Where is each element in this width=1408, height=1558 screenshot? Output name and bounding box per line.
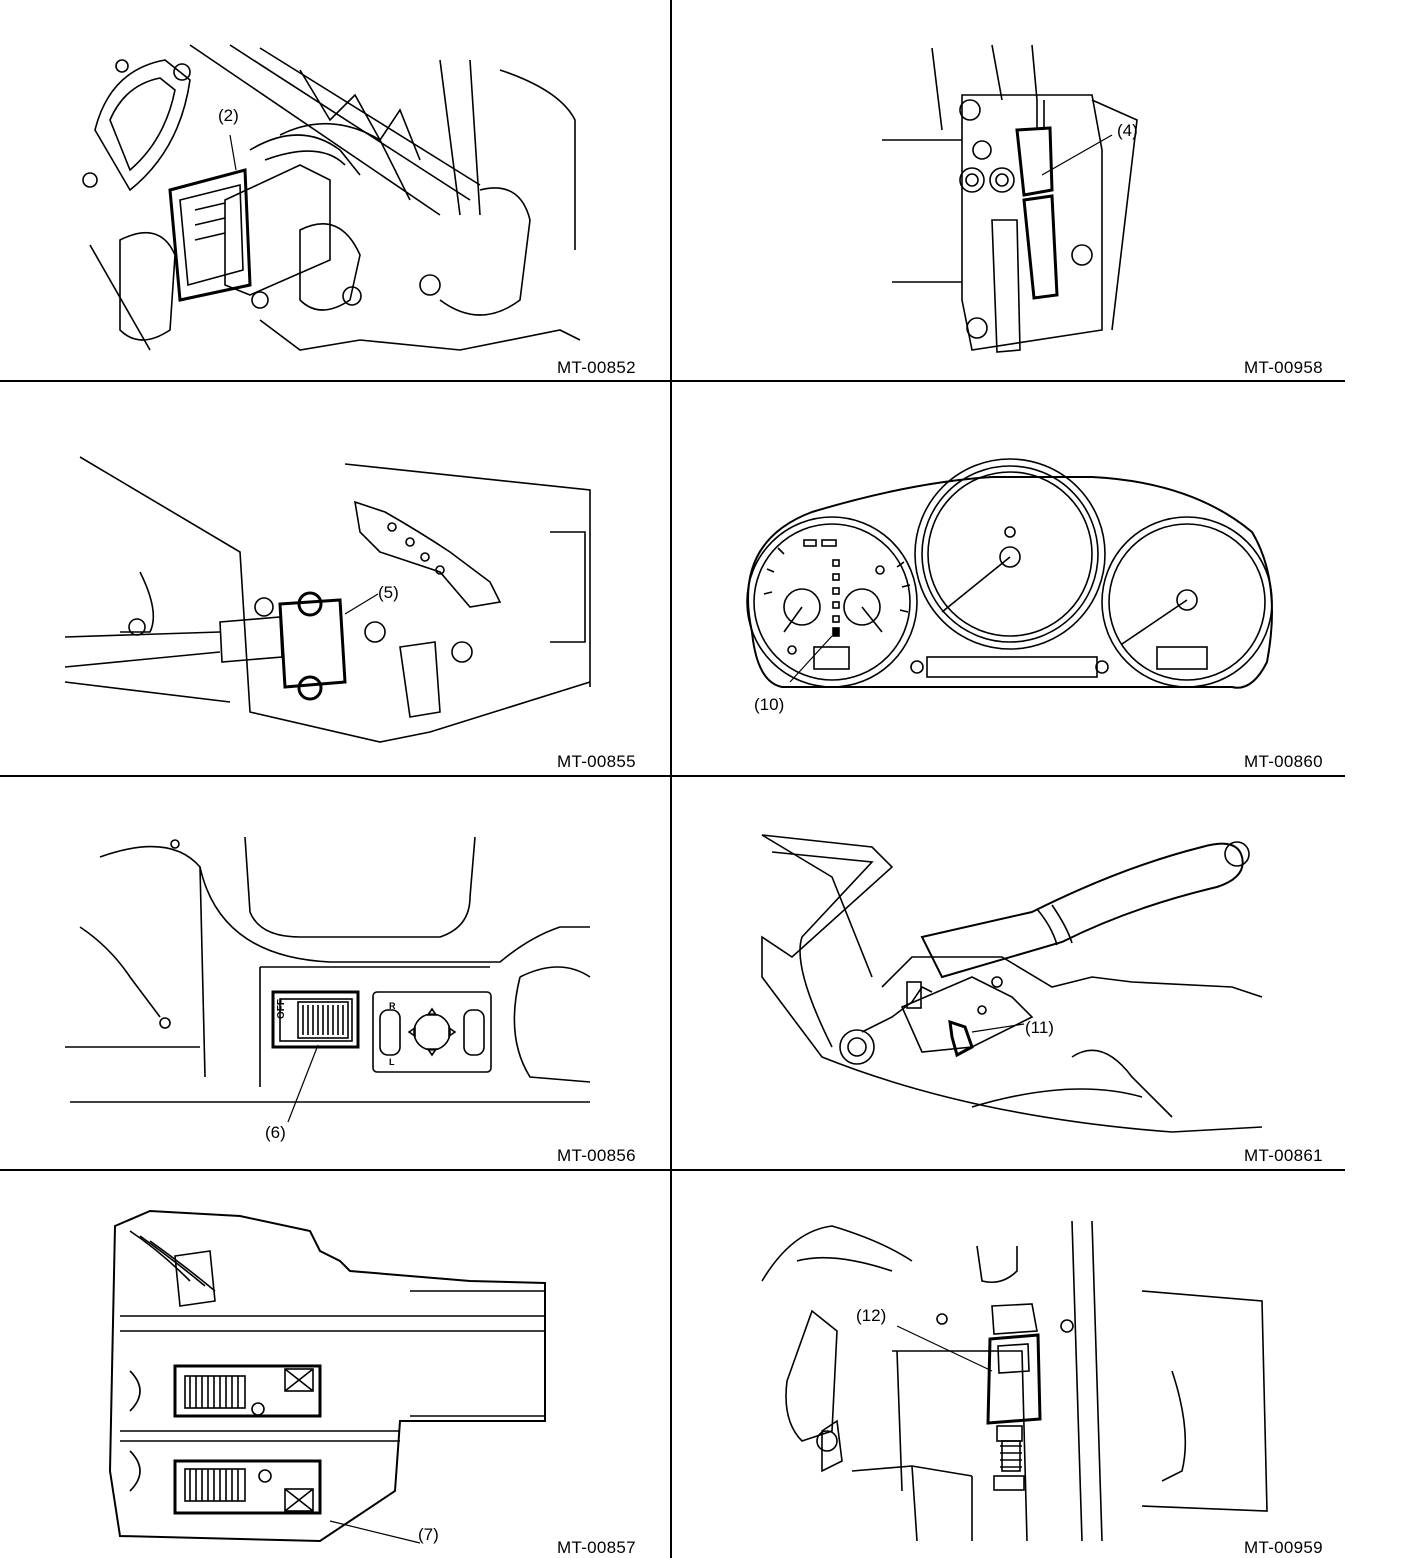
- figure-id-label: MT-00959: [1244, 1538, 1323, 1557]
- mirror-right-mark: R: [389, 1001, 396, 1011]
- parking-brake-illustration: [761, 834, 1263, 1133]
- figure-id-label: MT-00958: [1244, 358, 1323, 377]
- figure-id-label: MT-00860: [1244, 752, 1323, 771]
- row-divider-2: [0, 775, 1345, 777]
- panel-mt-00959: (12) MT-00959: [672, 1171, 1345, 1558]
- callout-label: (12): [856, 1306, 887, 1325]
- panel-mt-00852: (2) MT-00852: [0, 0, 670, 380]
- off-switch-text: OFF: [276, 999, 287, 1019]
- row-divider-3: [0, 1169, 1345, 1171]
- figure-id-label: MT-00852: [557, 358, 636, 377]
- g-sensor-illustration: [64, 456, 591, 743]
- panel-mt-00857: (7) MT-00857: [0, 1171, 670, 1558]
- callout-label: (10): [754, 695, 785, 714]
- panel-mt-00958: (4) MT-00958: [672, 0, 1345, 380]
- callout-label: (7): [418, 1525, 439, 1544]
- panel-mt-00861: (11) MT-00861: [672, 777, 1345, 1169]
- vertical-divider: [670, 0, 672, 1558]
- figure-id-label: MT-00856: [557, 1146, 636, 1165]
- stop-light-switch-illustration: [761, 1220, 1268, 1542]
- callout-label: (2): [218, 106, 239, 125]
- callout-label: (4): [1117, 121, 1138, 140]
- combination-meter-illustration: [746, 458, 1273, 689]
- figure-id-label: MT-00855: [557, 752, 636, 771]
- transmission-cutaway-illustration: [108, 1209, 546, 1544]
- figure-id-label: MT-00857: [557, 1538, 636, 1557]
- row-divider-1: [0, 380, 1345, 382]
- callout-label: (5): [378, 583, 399, 602]
- panel-mt-00855: (5) MT-00855: [0, 382, 670, 775]
- panel-mt-00856: OFF R L (6) MT-00856: [0, 777, 670, 1169]
- off-switch-illustration: [65, 836, 591, 1123]
- mirror-left-mark: L: [389, 1057, 395, 1067]
- panel-mt-00860: (10) MT-00860: [672, 382, 1345, 775]
- figure-id-label: MT-00861: [1244, 1146, 1323, 1165]
- callout-label: (6): [265, 1123, 286, 1142]
- sensor-bracket-illustration: [882, 44, 1138, 353]
- callout-label: (11): [1025, 1018, 1054, 1037]
- hydraulic-unit-illustration: [82, 44, 581, 351]
